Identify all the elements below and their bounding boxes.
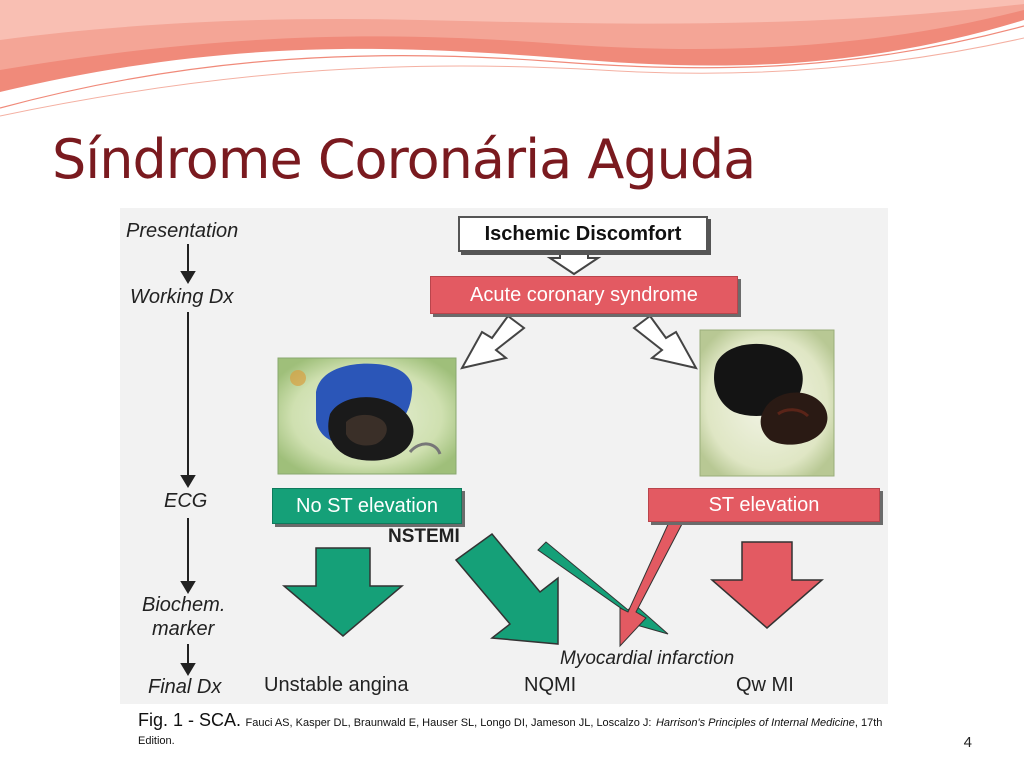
flowchart-graphics [180,244,835,676]
caption-book-title: Harrison's Principles of Internal Medici… [655,717,855,729]
acs-flowchart-figure: Presentation Working Dx ECG Biochem. mar… [120,208,888,704]
stage-biochem-line2: marker [152,618,215,640]
timeline-arrows [180,244,196,676]
slide-title: Síndrome Coronária Aguda [52,128,756,191]
header-decoration [0,0,1024,117]
stage-ecg: ECG [164,490,208,512]
outcome-qw-mi: Qw MI [736,674,794,696]
green-arrow-diagonal [454,532,559,645]
figure-caption: Fig. 1 - SCA. Fauci AS, Kasper DL, Braun… [138,710,888,750]
st-elevation-box: ST elevation [648,488,880,522]
page-number: 4 [963,734,972,751]
outcome-nqmi: NQMI [524,674,577,696]
caption-edition: , 17th Edition. [138,717,883,748]
thin-red-arrow [619,519,683,648]
coronary-vessel-image-left [277,357,457,475]
ischemic-discomfort-box: Ischemic Discomfort [458,216,708,252]
coronary-vessel-image-right [699,329,835,477]
red-arrow-down [710,541,824,629]
green-arrow-down [281,547,405,637]
acute-coronary-syndrome-box: Acute coronary syndrome [430,276,738,314]
stage-working-dx: Working Dx [130,286,234,308]
no-st-elevation-box: No ST elevation [272,488,462,524]
outcome-unstable-angina: Unstable angina [264,674,409,696]
myocardial-infarction-label: Myocardial infarction [560,648,735,669]
arrow-acs-to-left [460,314,526,370]
arrow-acs-to-right [632,314,698,370]
caption-prefix: Fig. 1 - SCA. [138,710,242,730]
stage-presentation: Presentation [126,220,239,242]
caption-authors: Fauci AS, Kasper DL, Braunwald E, Hauser… [245,717,652,729]
stage-final-dx: Final Dx [148,676,222,698]
stage-biochem-line1: Biochem. [142,594,226,616]
nstemi-label: NSTEMI [388,526,460,547]
